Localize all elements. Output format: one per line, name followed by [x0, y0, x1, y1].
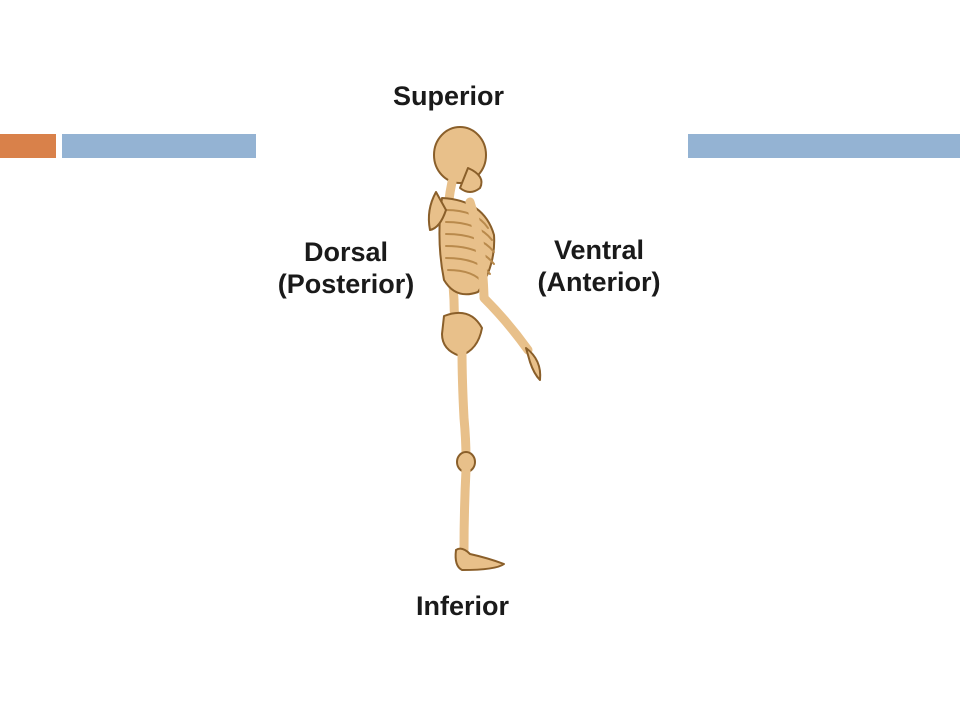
- title-bar-right: [688, 134, 960, 158]
- label-ventral: Ventral (Anterior): [520, 234, 678, 298]
- label-dorsal: Dorsal (Posterior): [260, 236, 432, 300]
- pelvis: [441, 312, 483, 357]
- label-dorsal-line1: Dorsal: [303, 237, 389, 267]
- foot: [454, 547, 505, 571]
- hand: [525, 347, 542, 381]
- jaw: [459, 167, 483, 193]
- skull: [433, 126, 487, 184]
- title-bar-left: [62, 134, 256, 158]
- skeleton-side-view-icon: [427, 126, 542, 571]
- label-dorsal-line2: (Posterior): [277, 269, 415, 299]
- label-inferior: Inferior: [416, 591, 510, 621]
- femur: [457, 345, 471, 463]
- anatomy-diagram: Superior Dorsal (Posterior) Ventral (Ant…: [256, 60, 688, 640]
- accent-bar: [0, 134, 56, 158]
- label-ventral-line1: Ventral: [553, 235, 645, 265]
- label-superior: Superior: [393, 81, 505, 111]
- tibia: [459, 465, 471, 555]
- label-ventral-line2: (Anterior): [537, 267, 661, 297]
- forearm: [479, 293, 533, 355]
- scapula: [427, 191, 447, 231]
- humerus: [465, 197, 489, 301]
